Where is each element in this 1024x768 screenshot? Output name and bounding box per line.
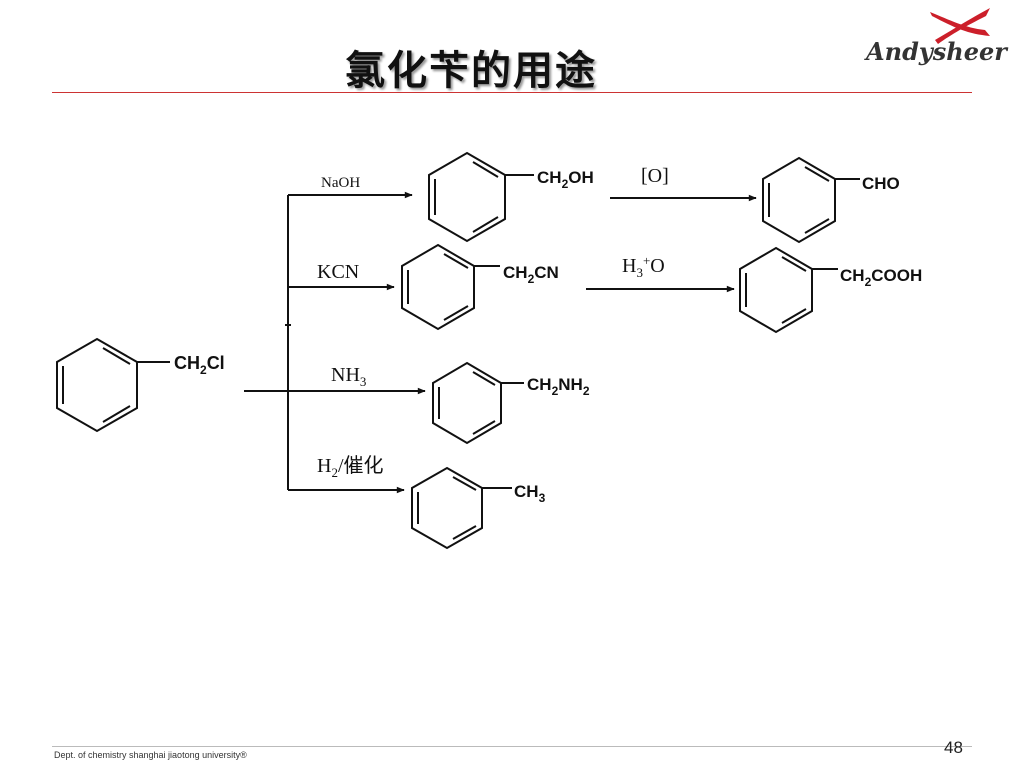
start-substituent-label: CH2Cl (174, 353, 225, 377)
logo-swoosh-bottom (935, 8, 990, 44)
product-cho-label: CHO (862, 174, 900, 193)
footer-divider (52, 746, 972, 747)
product-ch2oh-label: CH2OH (537, 168, 594, 191)
reagent-naoh: NaOH (321, 175, 360, 191)
benzene-ring-ch2oh (428, 151, 534, 243)
slide-title: 氯化苄的用途 (345, 48, 597, 94)
footer-affiliation: Dept. of chemistry shanghai jiaotong uni… (54, 750, 247, 760)
product-ch3-label: CH3 (514, 482, 546, 505)
benzene-ring-ch2cooh (739, 246, 838, 334)
benzene-ring-cho (762, 156, 860, 244)
reagent-h2-catalyst: H2/催化 (317, 454, 384, 480)
benzene-ring-ch2cn (401, 243, 500, 331)
andysheer-logo: Andysheer (864, 8, 1009, 66)
benzene-ring-start (56, 337, 170, 433)
reagent-oxidation: [O] (641, 165, 669, 187)
reagent-h3o: H3+O (622, 253, 665, 280)
product-ch2cooh-label: CH2COOH (840, 266, 922, 289)
page-number: 48 (944, 738, 963, 757)
reagent-nh3: NH3 (331, 364, 366, 389)
product-ch2nh2-label: CH2NH2 (527, 375, 590, 398)
logo-text: Andysheer (864, 37, 1009, 66)
benzene-ring-ch2nh2 (432, 361, 524, 445)
reagent-kcn: KCN (317, 261, 359, 283)
title-divider (52, 92, 972, 93)
benzene-ring-ch3 (411, 466, 512, 550)
logo-swoosh-top (930, 12, 990, 36)
product-ch2cn-label: CH2CN (503, 263, 559, 286)
